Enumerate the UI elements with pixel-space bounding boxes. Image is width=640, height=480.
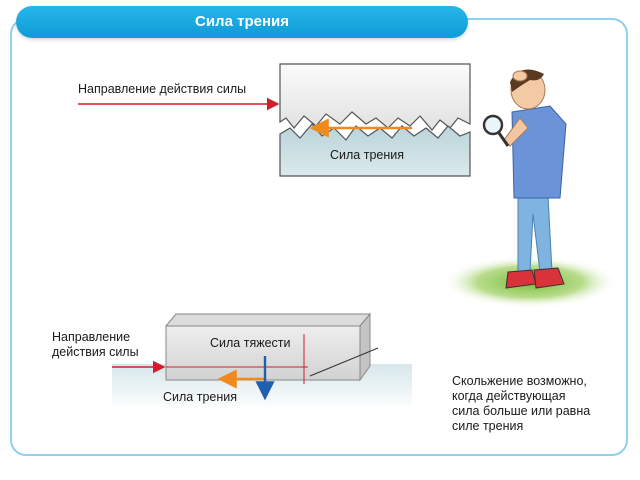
friction-label-bottom: Сила трения — [163, 390, 238, 404]
sliding-block-diagram — [112, 312, 412, 410]
block-front-face — [165, 325, 361, 381]
page-title: Сила трения — [195, 13, 289, 30]
gravity-label: Сила тяжести — [210, 336, 291, 350]
force-direction-label: Направление действия силы — [78, 82, 247, 96]
upper-block — [279, 63, 471, 131]
right-shoe — [533, 267, 565, 289]
rough-surfaces-diagram — [78, 63, 471, 177]
magnifying-glass-icon — [482, 114, 504, 136]
caption-pointer-line — [309, 347, 379, 377]
force-direction-label-bottom: Направление действия силы — [52, 330, 139, 359]
boy-illustration — [442, 69, 618, 308]
title-bar: Сила трения — [16, 6, 468, 38]
sliding-condition-caption: Скольжение возможно, когда действующая с… — [452, 374, 591, 433]
block-top-face — [164, 313, 372, 327]
friction-label: Сила трения — [330, 148, 405, 162]
